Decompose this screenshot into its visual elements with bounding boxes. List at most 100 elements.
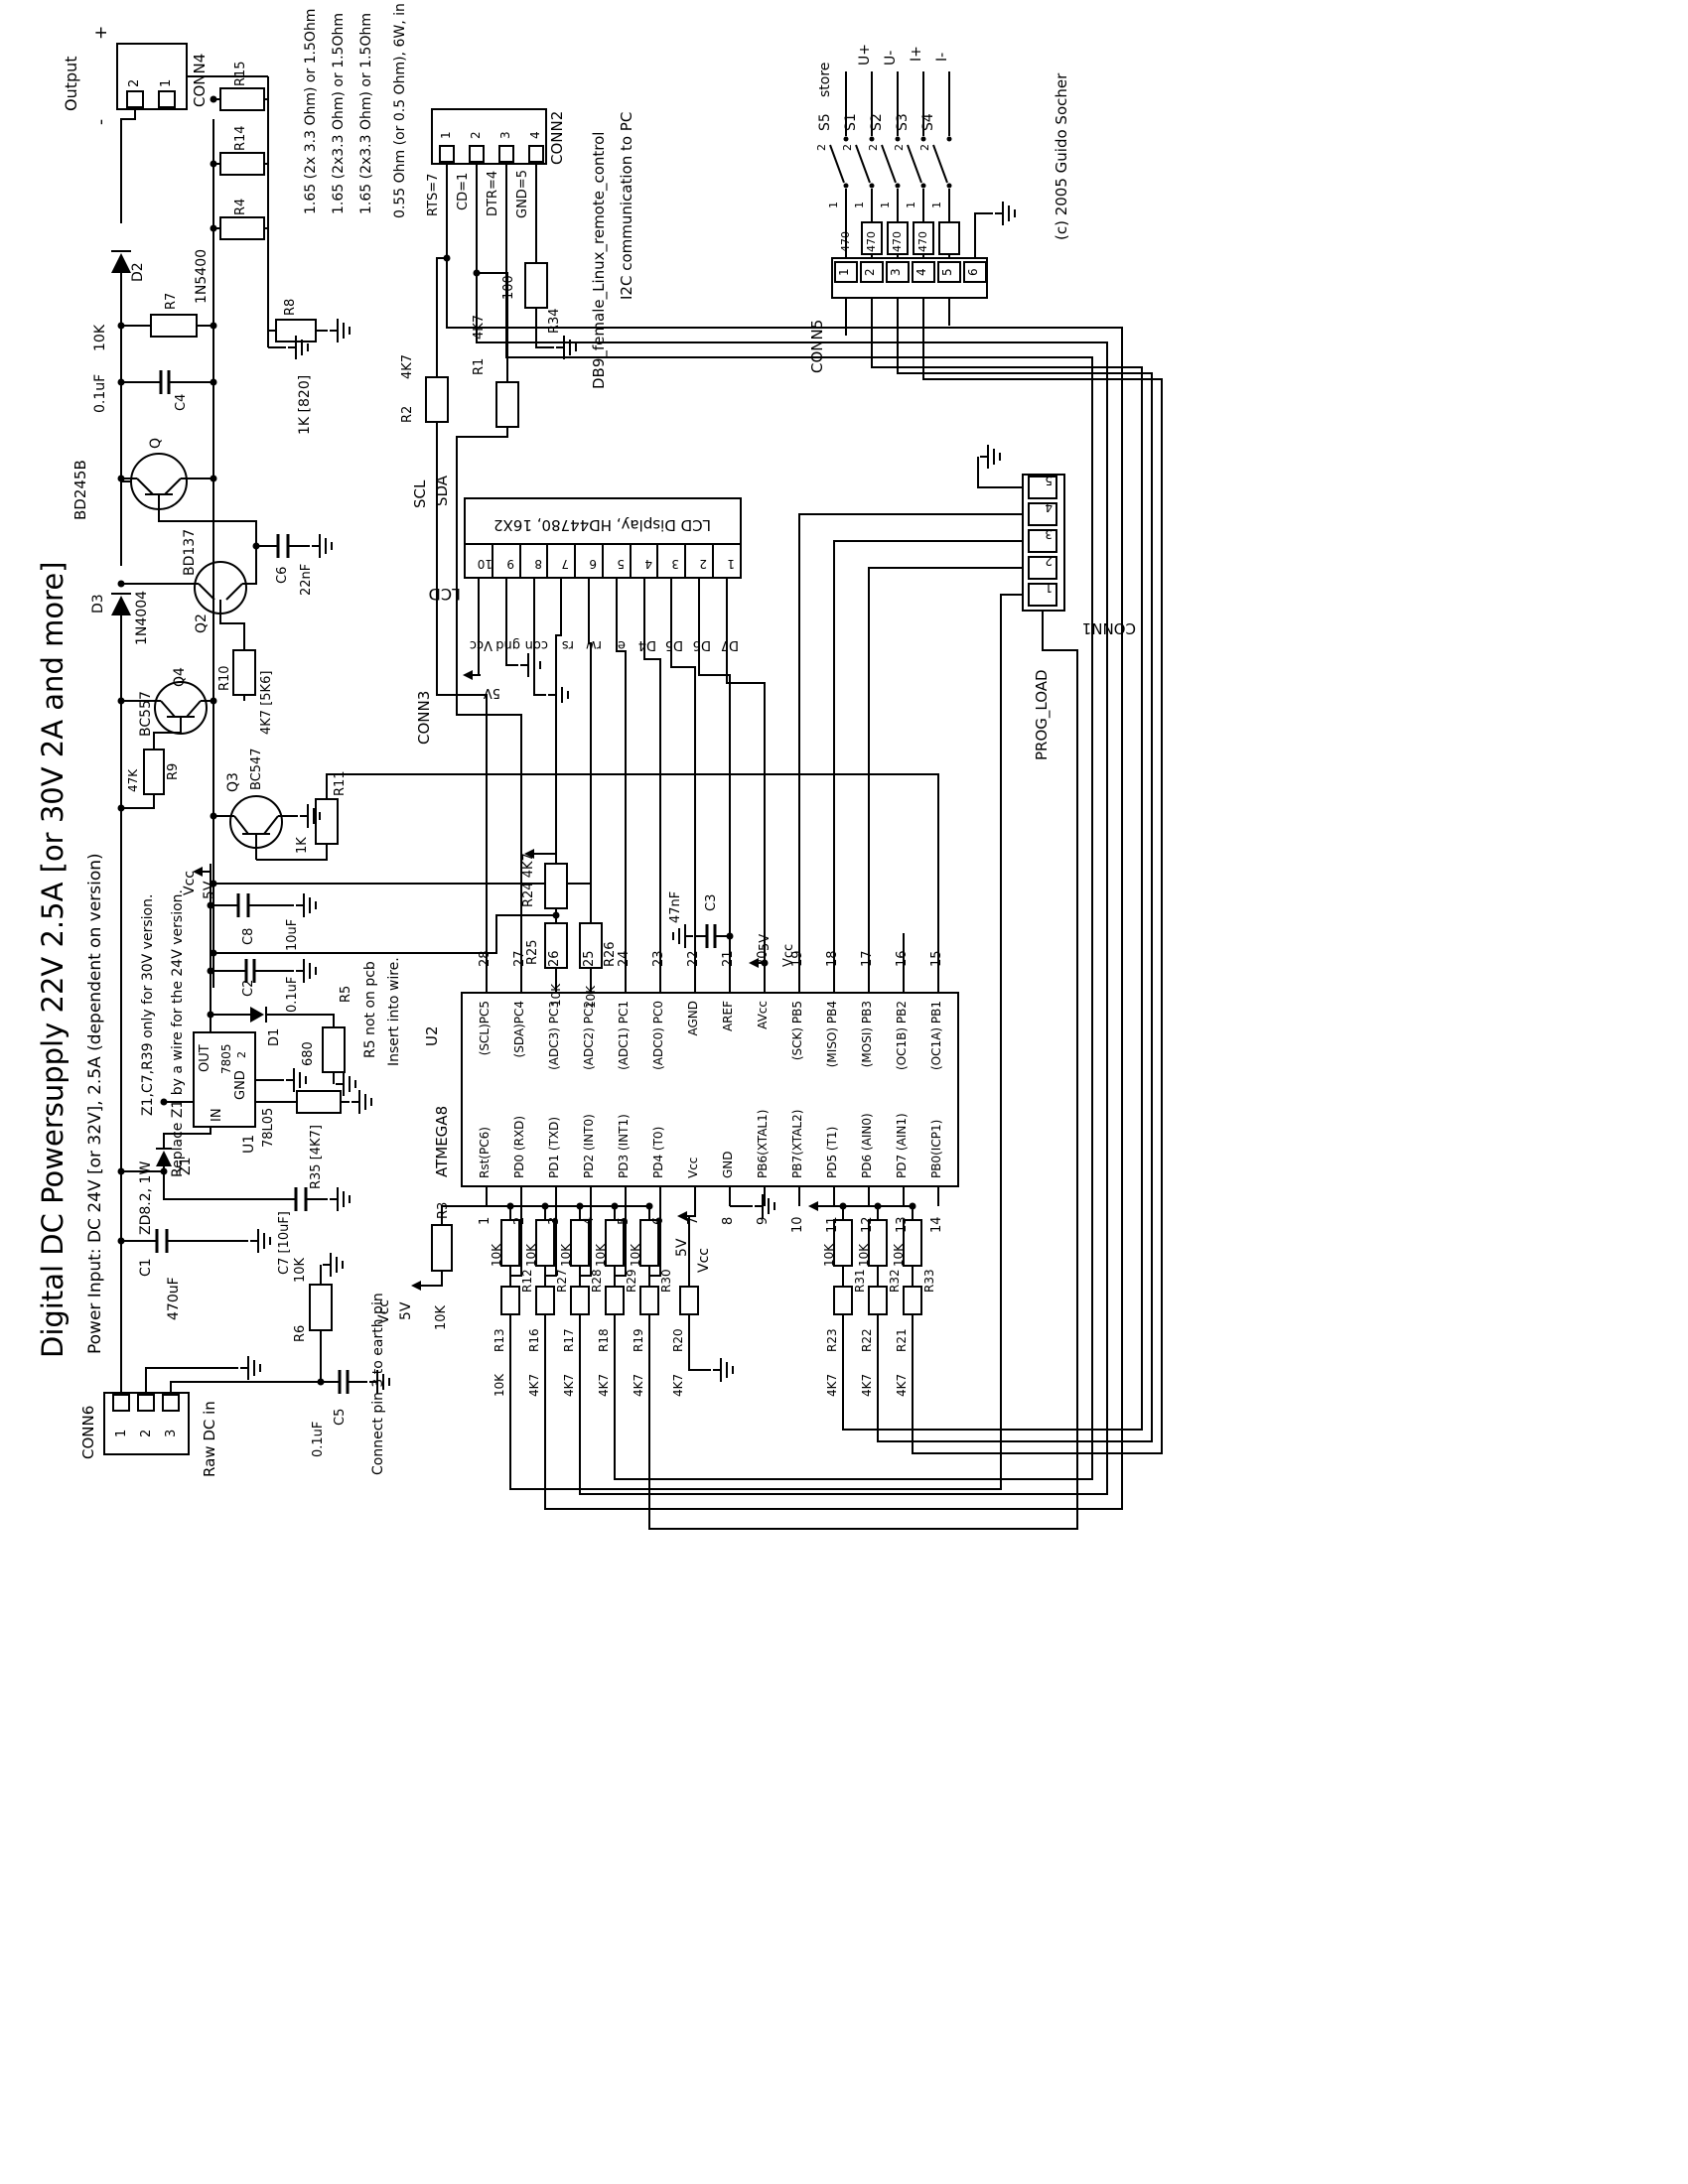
r12-label: R12	[520, 1269, 534, 1293]
conn1-pin2: 2	[1045, 554, 1053, 568]
r27-value: 10K	[524, 1243, 538, 1267]
s3-throw1: 1	[905, 202, 917, 208]
output-label: Output	[62, 56, 80, 111]
q1-label: Q	[148, 437, 164, 449]
d3-part: 1N4004	[134, 590, 150, 645]
q4-part: BC557	[138, 691, 154, 737]
atmega-name-22: AGND	[686, 1001, 700, 1036]
5v-r3: 5V	[398, 1301, 414, 1320]
r3-value: 10K	[434, 1304, 449, 1330]
r29-label: R29	[625, 1269, 638, 1293]
r8-value: 1K [820]	[297, 374, 313, 435]
lcd-sig-rs: rs	[561, 637, 574, 652]
lcd-pin-7: 7	[561, 557, 569, 571]
conn5-pin2: 2	[863, 268, 877, 276]
scl-label: SCL	[411, 479, 429, 508]
connectors	[103, 43, 1065, 1455]
conn1-pin5: 5	[1045, 474, 1053, 487]
lcd-pin-6: 6	[589, 557, 597, 571]
lcd-analog-wires	[213, 578, 767, 993]
r20-label: R20	[671, 1328, 685, 1352]
s4-throw1: 1	[930, 202, 943, 208]
r33-value: 10K	[892, 1243, 906, 1267]
atmega-pin-22: 22	[686, 950, 701, 967]
r24-label: R24 4K7	[521, 853, 536, 907]
d2-label: D2	[130, 262, 146, 282]
conn2-pin2: 2	[469, 131, 483, 139]
sense-note-3: 1.65 (2x3.3 Ohm) or 1.5Ohm	[358, 13, 374, 214]
conn4-label: CONN4	[191, 53, 209, 107]
conn5-pin6: 6	[966, 268, 980, 276]
q2-label: Q2	[194, 614, 210, 633]
atmega-name-7: Vcc	[686, 1157, 700, 1178]
s2-throw2: 2	[867, 144, 880, 151]
s4-throw2: 2	[918, 144, 931, 151]
wire-note: Insert into wire.	[386, 957, 402, 1066]
atmega-name-3: PD1 (TXD)	[547, 1116, 561, 1178]
r1-label: R1	[472, 357, 487, 375]
avcc-5v: 5V	[758, 933, 773, 951]
r11-label: R11	[333, 770, 348, 796]
c6-label: C6	[275, 566, 290, 584]
5v-main: 5V	[202, 881, 217, 899]
r8-label: R8	[283, 298, 298, 316]
atmega-pin-26: 26	[547, 950, 562, 967]
r30-label: R30	[659, 1269, 673, 1293]
atmega-name-24: (ADC1) PC1	[617, 1001, 631, 1070]
c4-value: 0.1uF	[92, 373, 108, 413]
lcd-pin-9: 9	[506, 557, 514, 571]
lcd-sig-d4: D4	[637, 637, 656, 652]
conn6-label: CONN6	[79, 1405, 97, 1459]
r15-label: R15	[233, 61, 248, 86]
atmega-name-26: (ADC3) PC3	[547, 1001, 561, 1070]
conn1-pin1: 1	[1045, 581, 1053, 595]
atmega-pin-8: 8	[721, 1216, 736, 1225]
sense-note-2: 1.65 (2x3.3 Ohm) or 1.5Ohm	[331, 13, 347, 214]
r17-value: 4K7	[562, 1373, 576, 1397]
r29-value: 10K	[594, 1243, 608, 1267]
earth-note: Connect pin 3 to earth pin	[370, 1293, 386, 1475]
output-plus: +	[91, 25, 111, 40]
i2c-note: I2C communication to PC	[618, 111, 635, 300]
q3-part: BC547	[249, 748, 264, 790]
lcd-pin-4: 4	[644, 557, 652, 571]
atmega-pin-4: 4	[582, 1216, 597, 1225]
q4-label: Q4	[172, 667, 188, 687]
c3-label: C3	[704, 893, 719, 911]
atmega-name-18: (MISO) PB4	[825, 1001, 839, 1068]
atmega-name-14: PB0(ICP1)	[929, 1119, 943, 1178]
u1-in: IN	[210, 1108, 224, 1122]
u1-pin2: 2	[235, 1051, 248, 1058]
r5-label: R5	[339, 985, 353, 1003]
s1-throw1: 1	[853, 202, 866, 208]
atmega-pin-20: 20	[756, 950, 771, 967]
conn1-pin4: 4	[1045, 500, 1053, 514]
s3-throw2: 2	[893, 144, 906, 151]
atmega-pin-17: 17	[860, 950, 875, 967]
c7-label: C7 [10uF]	[277, 1211, 292, 1275]
sw-r2-value: 470	[865, 231, 878, 252]
dtr-label: DTR=4	[486, 170, 500, 216]
atmega-name-21: AREF	[721, 1001, 735, 1032]
r32-value: 10K	[857, 1243, 871, 1267]
diodes	[111, 250, 267, 1166]
lcd-sig-vcc: Vcc	[469, 637, 492, 652]
atmega-name-17: (MOSI) PB3	[860, 1001, 874, 1068]
atmega-name-13: PD7 (AIN1)	[895, 1113, 909, 1178]
s5-label: S5	[817, 113, 833, 131]
atmega-pin-9: 9	[756, 1216, 771, 1225]
r10-value: 4K7 [5K6]	[259, 670, 274, 735]
u1-part: 7805	[219, 1043, 233, 1074]
lcd-pin-10: 10	[477, 557, 492, 571]
r26-value: 10K	[584, 985, 598, 1009]
atmega-name-25: (ADC2) PC2	[582, 1001, 596, 1070]
c2-value: 0.1uF	[285, 976, 300, 1013]
c1-label: C1	[138, 1258, 154, 1277]
r19-label: R19	[632, 1328, 645, 1352]
atmega-pin-23: 23	[651, 950, 666, 967]
progload-label: PROG_LOAD	[1033, 669, 1051, 760]
r34-label: R34	[547, 308, 562, 334]
rts-label: RTS=7	[426, 173, 441, 216]
